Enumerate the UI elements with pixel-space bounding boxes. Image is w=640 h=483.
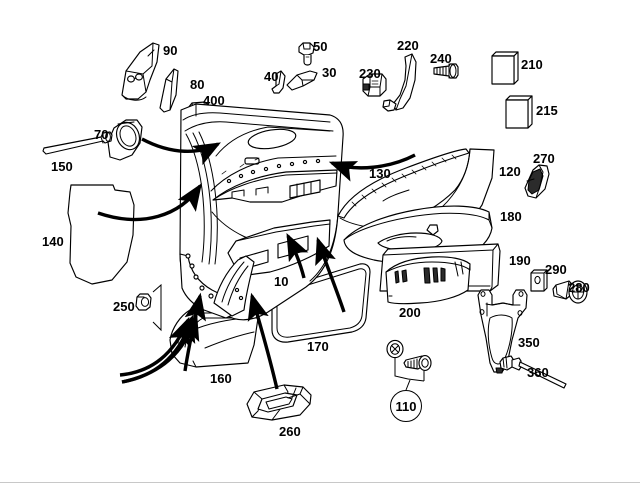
- part-350-shape: [477, 289, 528, 374]
- callout-130[interactable]: 130: [369, 166, 391, 181]
- part-150-shape: [42, 131, 113, 155]
- callout-350[interactable]: 350: [518, 335, 540, 350]
- part-215-shape: [505, 95, 533, 129]
- part-360-shape: [499, 355, 567, 389]
- callout-220[interactable]: 220: [397, 38, 419, 53]
- part-250-shape: [135, 283, 162, 332]
- callout-190[interactable]: 190: [509, 253, 531, 268]
- part-90-shape: [121, 42, 160, 101]
- callout-240[interactable]: 240: [430, 51, 452, 66]
- part-70-shape: [107, 119, 143, 161]
- callout-110[interactable]: 110: [390, 390, 422, 422]
- callout-200[interactable]: 200: [399, 305, 421, 320]
- callout-160[interactable]: 160: [210, 371, 232, 386]
- part-80-shape: [159, 68, 179, 113]
- part-270-shape: [524, 164, 550, 199]
- callout-210[interactable]: 210: [521, 57, 543, 72]
- callout-360[interactable]: 360: [527, 365, 549, 380]
- callout-30[interactable]: 30: [322, 65, 337, 80]
- part-210-shape: [491, 51, 519, 85]
- callout-230[interactable]: 230: [359, 66, 381, 81]
- callout-10[interactable]: 10: [274, 274, 289, 289]
- callout-50[interactable]: 50: [313, 39, 328, 54]
- callout-180[interactable]: 180: [500, 209, 522, 224]
- callout-90[interactable]: 90: [163, 43, 178, 58]
- callout-70[interactable]: 70: [94, 127, 109, 142]
- part-280-shape: [552, 280, 588, 304]
- callout-215[interactable]: 215: [536, 103, 558, 118]
- part-140-shape: [67, 184, 135, 285]
- callout-150[interactable]: 150: [51, 159, 73, 174]
- part-220-shape: [382, 53, 417, 112]
- part-200-shape: [385, 256, 471, 305]
- callout-250[interactable]: 250: [113, 299, 135, 314]
- part-40-shape: [271, 70, 286, 94]
- part-110-shape: [386, 339, 432, 391]
- part-50-shape: [298, 42, 315, 66]
- callout-400[interactable]: 400: [203, 93, 225, 108]
- part-230-shape: [362, 73, 387, 97]
- callout-170[interactable]: 170: [307, 339, 329, 354]
- callout-120[interactable]: 120: [499, 164, 521, 179]
- part-240-shape: [433, 63, 459, 79]
- callout-280[interactable]: 280: [568, 280, 590, 295]
- part-290-shape: [530, 269, 548, 292]
- callout-140[interactable]: 140: [42, 234, 64, 249]
- callout-270[interactable]: 270: [533, 151, 555, 166]
- assembly-arrows: [97, 137, 416, 390]
- part-30-shape: [286, 70, 318, 91]
- callout-40[interactable]: 40: [264, 69, 279, 84]
- callout-260[interactable]: 260: [279, 424, 301, 439]
- part-260-shape: [246, 384, 312, 421]
- callout-290[interactable]: 290: [545, 262, 567, 277]
- callout-80[interactable]: 80: [190, 77, 205, 92]
